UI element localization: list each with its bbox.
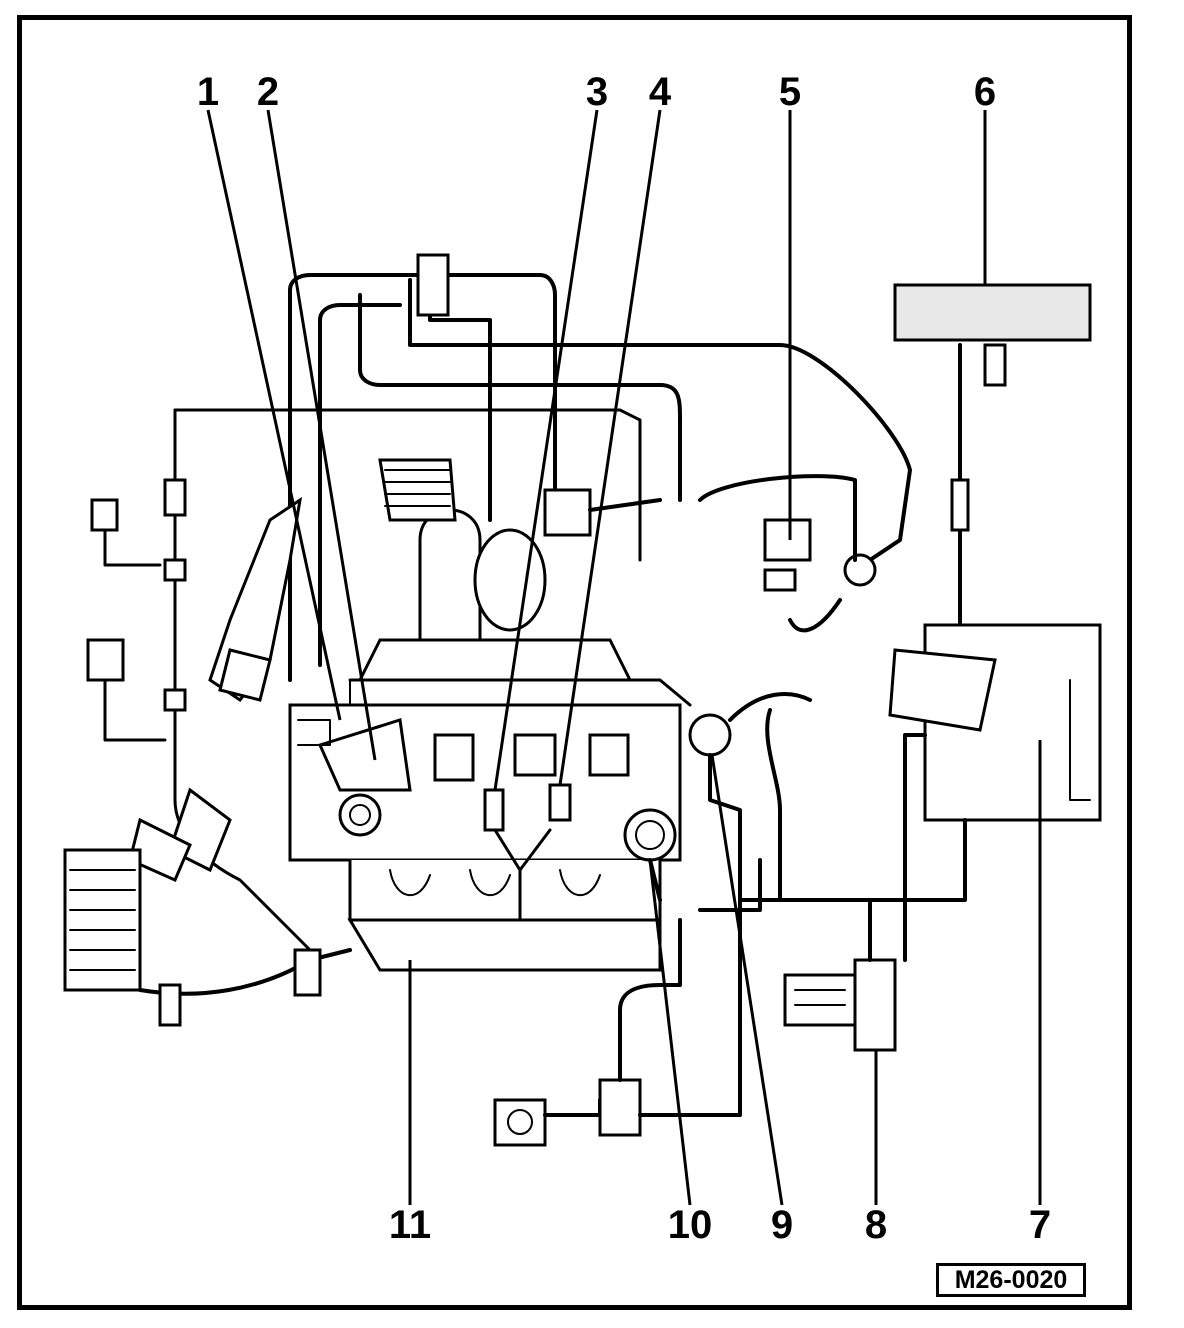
callout-leaders	[206, 109, 1042, 1206]
intake-hose-left	[63, 496, 352, 1027]
callout-10: 10	[667, 1203, 713, 1247]
callout-3: 3	[585, 70, 609, 114]
pressure-regulator-valve	[698, 474, 877, 633]
vacuum-reservoir	[893, 283, 1092, 632]
callout-8: 8	[864, 1203, 888, 1247]
callout-7: 7	[1028, 1203, 1052, 1247]
charge-air-cooler-housing	[888, 623, 1102, 822]
left-sensors	[86, 478, 187, 742]
reference-code-label: M26-0020	[936, 1263, 1086, 1297]
callout-4: 4	[648, 70, 672, 114]
callout-9: 9	[770, 1203, 794, 1247]
engine-block	[347, 860, 662, 972]
lower-vacuum-line	[493, 708, 782, 1147]
check-valve-9	[688, 692, 812, 882]
throttle-body	[357, 458, 633, 682]
callout-11: 11	[388, 1203, 432, 1247]
diagram-frame	[17, 15, 1132, 1310]
solenoid-valve-8	[738, 733, 967, 1052]
vacuum-lines-top	[173, 253, 912, 962]
callout-1: 1	[196, 70, 220, 114]
callout-6: 6	[973, 70, 997, 114]
upper-intake-manifold	[288, 678, 692, 862]
callout-2: 2	[256, 70, 280, 114]
callout-5: 5	[778, 70, 802, 114]
